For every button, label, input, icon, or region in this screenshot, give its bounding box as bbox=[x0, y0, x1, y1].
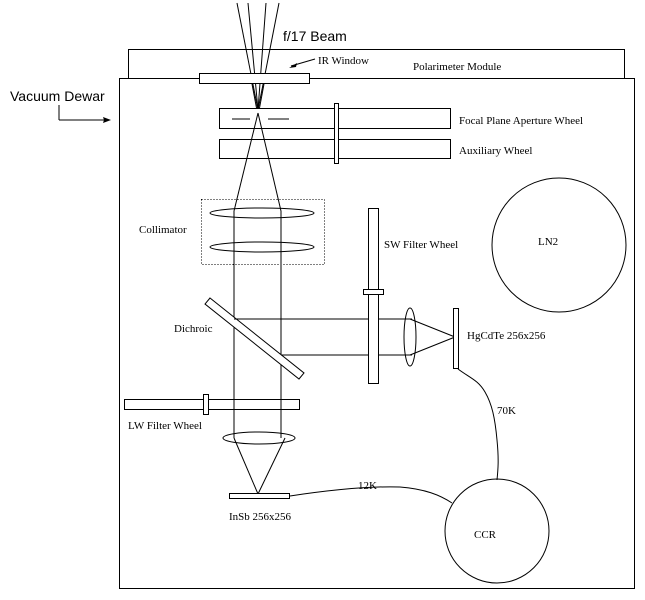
lw-camera-lens bbox=[222, 431, 296, 445]
sw-beam-converge-bottom bbox=[409, 336, 456, 356]
lw-filter-wheel bbox=[124, 399, 300, 410]
beam-ray-left-inner bbox=[247, 2, 259, 111]
collimator-lens-1 bbox=[209, 207, 315, 219]
hgcdte-detector bbox=[453, 308, 459, 369]
polarimeter-label: Polarimeter Module bbox=[413, 61, 501, 73]
sw-filter-wheel-filter bbox=[363, 289, 384, 295]
sw-camera-lens bbox=[403, 307, 417, 367]
hgcdte-label: HgCdTe 256x256 bbox=[467, 330, 546, 342]
wheel-axle bbox=[334, 103, 339, 164]
lw-filter-wheel-label: LW Filter Wheel bbox=[128, 420, 202, 432]
ir-window-label: IR Window bbox=[318, 55, 369, 67]
dichroic-label: Dichroic bbox=[174, 323, 213, 335]
vacuum-dewar-arrowhead bbox=[103, 117, 111, 123]
ccr-label: CCR bbox=[474, 529, 497, 541]
k12-label: 12K bbox=[358, 480, 377, 492]
auxiliary-wheel-label: Auxiliary Wheel bbox=[459, 145, 532, 157]
lw-filter-wheel-filter bbox=[203, 394, 209, 415]
ir-window bbox=[199, 73, 310, 84]
sw-filter-wheel-label: SW Filter Wheel bbox=[384, 239, 458, 251]
dichroic bbox=[204, 297, 305, 380]
focal-plane-wheel-label: Focal Plane Aperture Wheel bbox=[459, 115, 583, 127]
ir-window-arrowhead bbox=[289, 63, 297, 68]
beam-label: f/17 Beam bbox=[283, 28, 347, 44]
thermal-link-70k bbox=[457, 368, 499, 481]
sw-beam-converge-top bbox=[409, 318, 456, 338]
ln2-label: LN2 bbox=[538, 236, 558, 248]
vacuum-dewar-label: Vacuum Dewar bbox=[10, 88, 105, 104]
k70-label: 70K bbox=[497, 405, 516, 417]
insb-label: InSb 256x256 bbox=[229, 511, 292, 523]
thermal-link-12k bbox=[289, 486, 453, 504]
collimator-lens-2 bbox=[209, 241, 315, 253]
beam-diverge-right bbox=[257, 112, 282, 212]
insb-detector bbox=[229, 493, 290, 499]
collimator-box bbox=[201, 199, 325, 265]
beam-ray-right-inner bbox=[257, 2, 267, 111]
lw-beam-converge-right bbox=[257, 437, 286, 495]
lw-beam-converge-left bbox=[233, 437, 259, 495]
collimator-label: Collimator bbox=[139, 224, 187, 236]
sw-filter-wheel bbox=[368, 208, 379, 384]
beam-ray-left-outer bbox=[236, 2, 259, 111]
beam-diverge-left bbox=[233, 112, 259, 212]
beam-ray-right-outer bbox=[257, 2, 280, 111]
ln2-tank bbox=[491, 177, 627, 313]
